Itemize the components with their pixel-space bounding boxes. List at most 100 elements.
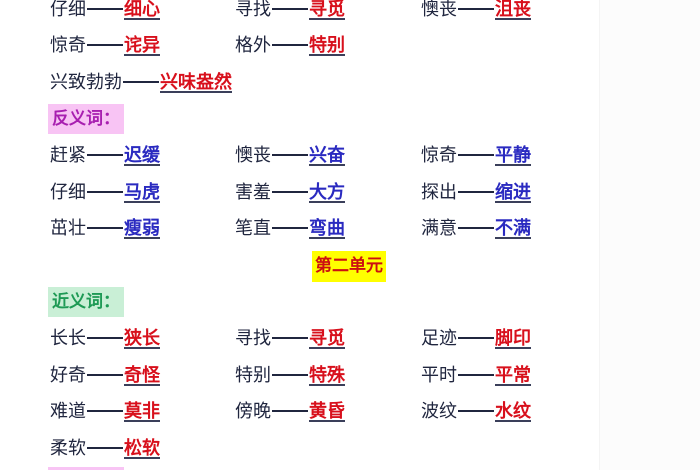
dash-separator	[272, 410, 308, 412]
word: 仔细	[50, 182, 86, 203]
word-pair: 探出 缩进	[421, 180, 531, 206]
antonym-answer: 缩进	[495, 182, 531, 203]
antonym-answer: 瘦弱	[124, 218, 160, 239]
word-pair: 仔细细心	[50, 0, 160, 23]
page-margin	[599, 0, 700, 470]
word: 害羞	[235, 182, 271, 203]
dash-separator	[87, 8, 123, 10]
synonym-heading: 近义词：	[48, 287, 124, 317]
antonym-answer: 迟缓	[124, 145, 160, 166]
next-section-heading-edge	[48, 467, 124, 470]
synonym-row: 仔细细心 寻找 寻觅 懊丧 沮丧	[0, 0, 600, 27]
dash-separator	[272, 8, 308, 10]
dash-separator	[458, 374, 494, 376]
dash-separator	[458, 191, 494, 193]
word: 格外	[235, 35, 271, 56]
word: 笔直	[235, 218, 271, 239]
dash-separator	[87, 374, 123, 376]
word-pair: 特别 特殊	[235, 363, 345, 389]
word-pair: 寻找 寻觅	[235, 0, 345, 23]
synonym-answer: 奇怪	[124, 365, 160, 386]
dash-separator	[458, 410, 494, 412]
word: 懊丧	[235, 145, 271, 166]
antonym-answer: 不满	[495, 218, 531, 239]
antonym-heading: 反义词：	[48, 104, 124, 134]
word: 长长	[50, 328, 86, 349]
word: 傍晚	[235, 401, 271, 422]
synonym-answer: 脚印	[495, 328, 531, 349]
word: 懊丧	[421, 0, 457, 20]
synonym-answer: 寻觅	[309, 0, 345, 20]
unit-title: 第二单元	[312, 251, 386, 282]
antonym-answer: 平静	[495, 145, 531, 166]
word: 寻找	[235, 0, 271, 20]
word-pair: 波纹水纹	[421, 399, 531, 425]
dash-separator	[272, 44, 308, 46]
word-pair: 傍晚 黄昏	[235, 399, 345, 425]
dash-separator	[272, 227, 308, 229]
synonym-row: 惊奇诧异 格外 特别	[0, 33, 600, 63]
word-pair: 满意 不满	[421, 216, 531, 242]
dash-separator	[87, 154, 123, 156]
word: 惊奇	[421, 145, 457, 166]
dash-separator	[458, 8, 494, 10]
synonym-answer: 水纹	[495, 401, 531, 422]
synonym-row: 好奇奇怪 特别 特殊 平时 平常	[0, 363, 600, 393]
word-pair: 格外 特别	[235, 33, 345, 59]
dash-separator	[272, 374, 308, 376]
word-pair: 害羞 大方	[235, 180, 345, 206]
synonym-row: 柔软 松软	[0, 436, 600, 466]
word-pair: 仔细 马虎	[50, 180, 160, 206]
dash-separator	[87, 337, 123, 339]
dash-separator	[87, 191, 123, 193]
synonym-row: 难道莫非 傍晚 黄昏 波纹水纹	[0, 399, 600, 429]
synonym-answer: 特别	[309, 35, 345, 56]
antonym-row: 仔细 马虎 害羞 大方 探出 缩进	[0, 180, 600, 210]
synonym-answer: 诧异	[124, 35, 160, 56]
word-pair: 赶紧迟缓	[50, 143, 160, 169]
word: 寻找	[235, 328, 271, 349]
dash-separator	[123, 81, 159, 83]
word: 满意	[421, 218, 457, 239]
word: 难道	[50, 401, 86, 422]
word: 兴致勃勃	[50, 72, 122, 93]
word-pair: 笔直 弯曲	[235, 216, 345, 242]
dash-separator	[272, 191, 308, 193]
word: 探出	[421, 182, 457, 203]
dash-separator	[272, 154, 308, 156]
word-pair: 长长 狭长	[50, 326, 160, 352]
synonym-answer: 细心	[124, 0, 160, 20]
word-pair: 柔软 松软	[50, 436, 160, 462]
antonym-answer: 马虎	[124, 182, 160, 203]
word-pair: 难道莫非	[50, 399, 160, 425]
synonym-answer: 特殊	[309, 365, 345, 386]
dash-separator	[458, 227, 494, 229]
antonym-answer: 弯曲	[309, 218, 345, 239]
word-pair: 懊丧 兴奋	[235, 143, 345, 169]
synonym-answer: 黄昏	[309, 401, 345, 422]
word-pair: 好奇奇怪	[50, 363, 160, 389]
antonym-answer: 兴奋	[309, 145, 345, 166]
synonym-answer: 沮丧	[495, 0, 531, 20]
dash-separator	[458, 337, 494, 339]
word: 特别	[235, 365, 271, 386]
dash-separator	[87, 410, 123, 412]
word: 平时	[421, 365, 457, 386]
synonym-answer: 寻觅	[309, 328, 345, 349]
synonym-answer: 狭长	[124, 328, 160, 349]
synonym-answer: 松软	[124, 438, 160, 459]
word: 茁壮	[50, 218, 86, 239]
dash-separator	[87, 44, 123, 46]
synonym-answer: 平常	[495, 365, 531, 386]
word-pair: 茁壮 瘦弱	[50, 216, 160, 242]
word-pair: 足迹 脚印	[421, 326, 531, 352]
word-pair: 兴致勃勃兴味盎然	[50, 70, 232, 96]
word-pair: 寻找 寻觅	[235, 326, 345, 352]
word: 足迹	[421, 328, 457, 349]
synonym-row: 兴致勃勃兴味盎然	[0, 70, 600, 100]
antonym-answer: 大方	[309, 182, 345, 203]
dash-separator	[458, 154, 494, 156]
word-pair: 惊奇诧异	[50, 33, 160, 59]
dash-separator	[87, 447, 123, 449]
word: 柔软	[50, 438, 86, 459]
